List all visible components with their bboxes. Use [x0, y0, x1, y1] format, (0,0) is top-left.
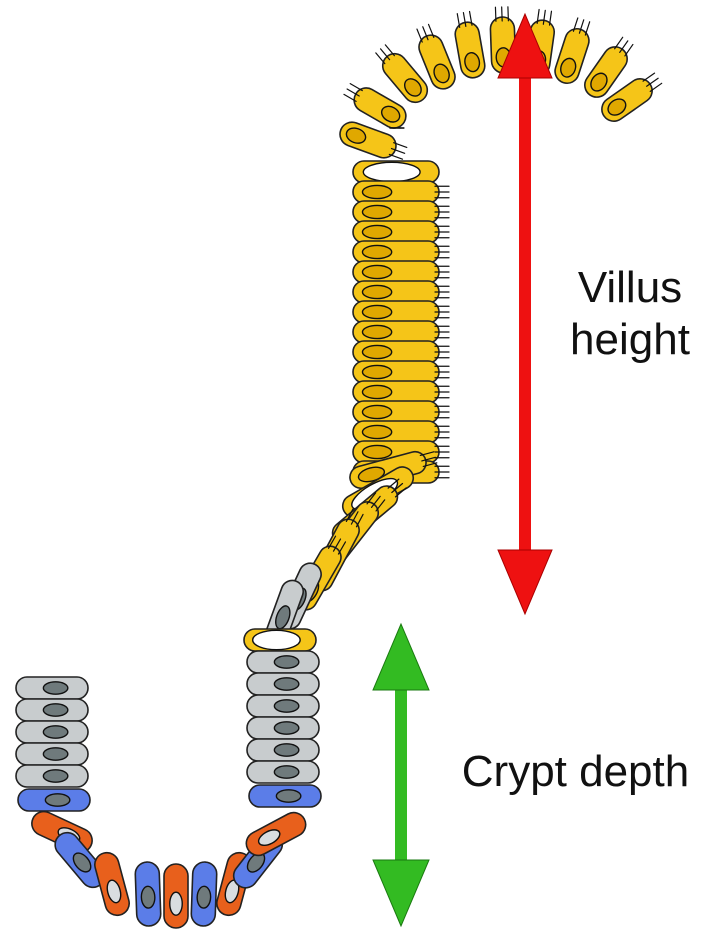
transit_amplifying-cell: [16, 721, 88, 743]
crypt-depth-arrowhead-top: [373, 624, 429, 690]
transit_amplifying-cell: [247, 717, 319, 739]
villus-height-arrowhead-bottom: [498, 550, 552, 614]
enterocyte-cell: [353, 321, 449, 343]
stem_cell-cell: [249, 785, 321, 807]
transit_amplifying-cell: [247, 673, 319, 695]
stem_cell-cell: [135, 862, 161, 927]
crypt-depth-arrowhead-bottom: [373, 860, 429, 926]
enterocyte-cell: [353, 181, 449, 203]
enterocyte-cell: [353, 241, 449, 263]
enterocyte-cell: [353, 361, 449, 383]
transit_amplifying-cell: [16, 743, 88, 765]
transit_amplifying-cell: [247, 695, 319, 717]
enterocyte-cell: [353, 421, 449, 443]
enterocyte-cell: [353, 301, 449, 323]
villus-height-label: Villus height: [560, 262, 700, 366]
enterocyte-cell: [452, 10, 487, 79]
transit_amplifying-cell: [16, 699, 88, 721]
enterocyte-cell: [353, 341, 449, 363]
transit_amplifying-cell: [16, 677, 88, 699]
paneth-cell: [164, 864, 188, 928]
crypt-depth-label: Crypt depth: [448, 746, 703, 798]
stem_cell-cell: [18, 789, 90, 811]
goblet-cell: [244, 629, 316, 651]
transit_amplifying-cell: [247, 651, 319, 673]
villus-height-arrow: [498, 14, 552, 614]
enterocyte-cell: [353, 381, 449, 403]
villus-height-label-line1: Villus: [560, 262, 700, 314]
enterocyte-cell: [353, 401, 449, 423]
enterocyte-cell: [353, 201, 449, 223]
enterocyte-cell: [353, 221, 449, 243]
crypt-depth-arrow: [373, 624, 429, 926]
villus-height-label-line2: height: [560, 314, 700, 366]
enterocyte-cell: [353, 281, 449, 303]
enterocyte-cell: [353, 261, 449, 283]
transit_amplifying-cell: [16, 765, 88, 787]
transit_amplifying-cell: [247, 739, 319, 761]
goblet-cell: [353, 161, 439, 183]
stem_cell-cell: [191, 862, 217, 927]
transit_amplifying-cell: [247, 761, 319, 783]
